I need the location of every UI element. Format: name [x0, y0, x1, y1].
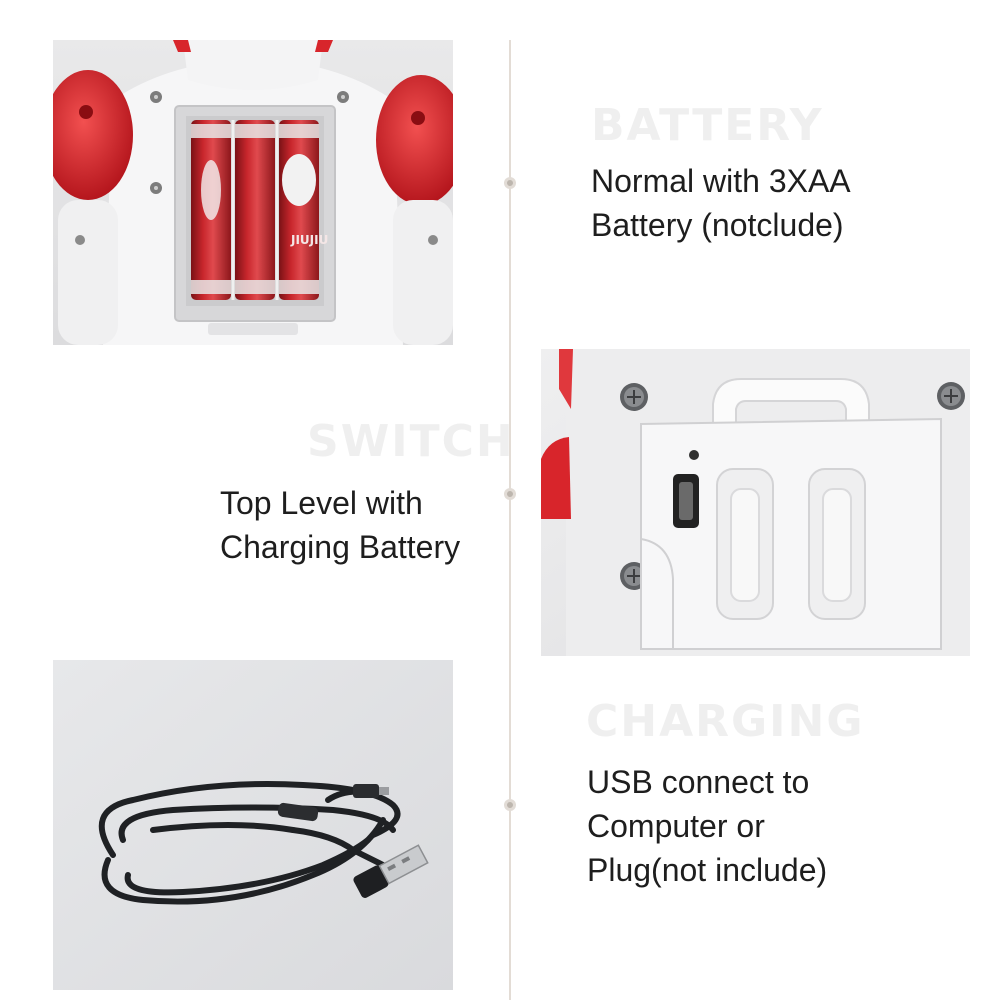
timeline-dot-switch: [504, 488, 516, 500]
battery-brand-text: JIUJIU: [290, 233, 328, 247]
battery-compartment-photo: JIUJIU: [53, 40, 453, 345]
battery-heading: BATTERY: [591, 100, 824, 151]
charging-heading: CHARGING: [586, 696, 865, 747]
timeline-dot-charging: [504, 799, 516, 811]
switch-heading: SWITCH: [307, 416, 515, 467]
switch-description: Top Level with Charging Battery: [220, 485, 461, 565]
switch-port-photo: [541, 349, 970, 656]
timeline-dot-battery: [504, 177, 516, 189]
usb-cable-photo: [53, 660, 453, 990]
timeline-line: [509, 40, 511, 1000]
battery-description: Normal with 3XAA Battery (notclude): [591, 163, 851, 243]
charging-description: USB connect to Computer or Plug(not incl…: [587, 764, 828, 888]
